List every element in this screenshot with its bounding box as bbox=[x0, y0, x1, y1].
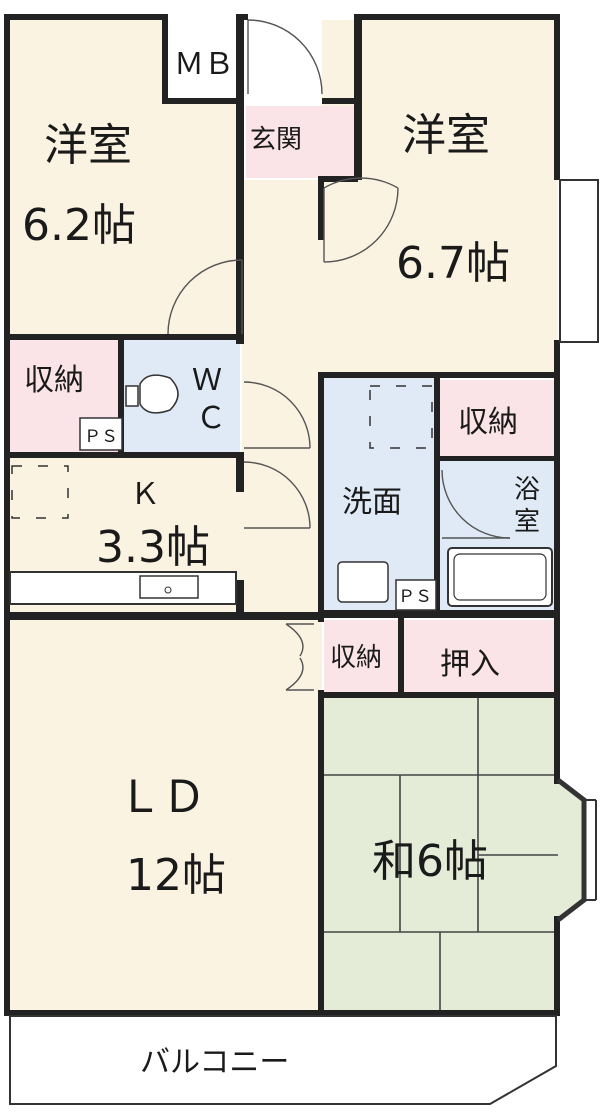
japanese-room-fill bbox=[324, 698, 582, 1012]
japanese-room-label: 和6帖 bbox=[372, 836, 488, 887]
storage-3-fill bbox=[324, 620, 402, 694]
balcony-outline bbox=[9, 1015, 557, 1105]
entrance-label: 玄関 bbox=[250, 125, 302, 155]
mb-label: ＭＢ bbox=[174, 47, 234, 82]
fixtures bbox=[9, 20, 553, 611]
ld-size: 12帖 bbox=[126, 850, 226, 901]
storage-3-label: 収納 bbox=[330, 643, 382, 673]
bath-label-2: 室 bbox=[514, 507, 540, 537]
washroom-label: 洗面 bbox=[342, 485, 402, 520]
ps-1-label: ＰＳ bbox=[84, 427, 118, 447]
wc-w-label: Ｗ bbox=[192, 363, 222, 398]
ld-fill bbox=[10, 620, 322, 1012]
doors bbox=[167, 19, 511, 691]
western-room-2-name: 洋室 bbox=[402, 110, 490, 161]
western-room-1-size: 6.2帖 bbox=[22, 200, 136, 251]
western-room-2-size: 6.7帖 bbox=[396, 238, 510, 289]
walls bbox=[4, 14, 560, 1016]
storage-1-label: 収納 bbox=[24, 363, 84, 398]
entrance-fill bbox=[246, 106, 354, 178]
ps-2-label: ＰＳ bbox=[398, 587, 432, 607]
ld-name: ＬＤ bbox=[118, 772, 206, 823]
storage-2-fill bbox=[440, 380, 558, 456]
closet-label: 押入 bbox=[440, 647, 500, 682]
bath-label-1: 浴 bbox=[514, 475, 540, 505]
kitchen-size: 3.3帖 bbox=[96, 522, 210, 573]
closet-fill bbox=[404, 620, 558, 694]
tatami-lines bbox=[324, 698, 558, 1012]
wc-c-label: Ｃ bbox=[196, 401, 226, 436]
balcony-label: バルコニー bbox=[140, 1045, 289, 1080]
windows bbox=[556, 179, 599, 922]
hall-fill bbox=[242, 180, 322, 620]
kitchen-name: Ｋ bbox=[130, 477, 160, 512]
storage-2-label: 収納 bbox=[458, 405, 518, 440]
western-room-1-name: 洋室 bbox=[44, 120, 132, 171]
